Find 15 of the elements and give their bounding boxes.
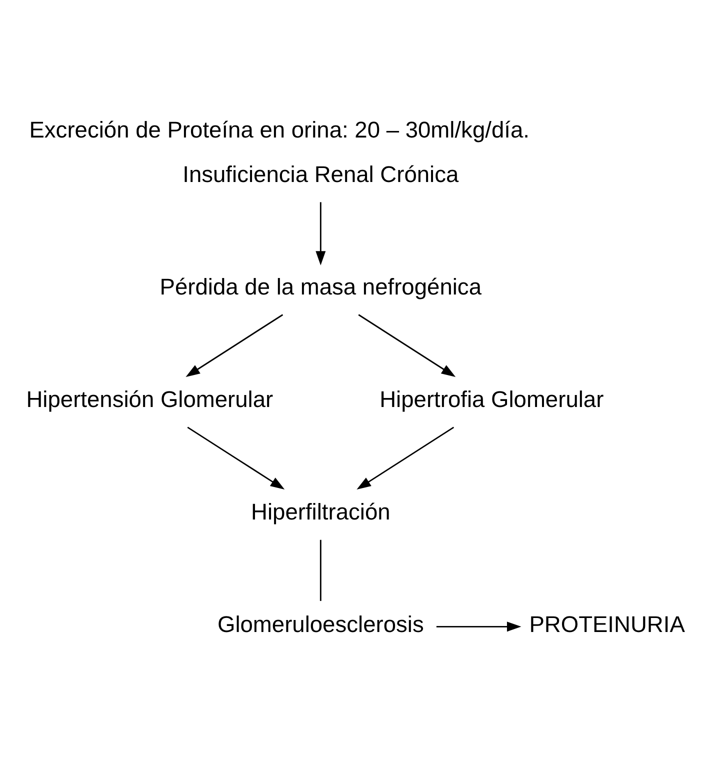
arrow	[316, 202, 326, 265]
node-text: Insuficiencia Renal Crónica	[182, 160, 459, 186]
node-text: Hipertrofia Glomerular	[380, 385, 604, 412]
arrow	[356, 426, 454, 490]
node-text: Hiperfiltración	[251, 498, 390, 524]
connector	[320, 539, 322, 600]
node-text: Hipertensión Glomerular	[26, 385, 274, 412]
node-text: Glomeruloesclerosis	[217, 610, 424, 637]
diagram-title: Excreción de Proteína en orina: 20 – 30ml/kg/día.	[29, 116, 530, 142]
node-text: Pérdida de la masa nefrogénica	[160, 272, 482, 299]
arrow	[187, 426, 285, 490]
node-text: PROTEINURIA	[529, 610, 685, 637]
arrow	[436, 621, 522, 632]
arrow	[186, 314, 284, 376]
arrow	[358, 314, 456, 376]
